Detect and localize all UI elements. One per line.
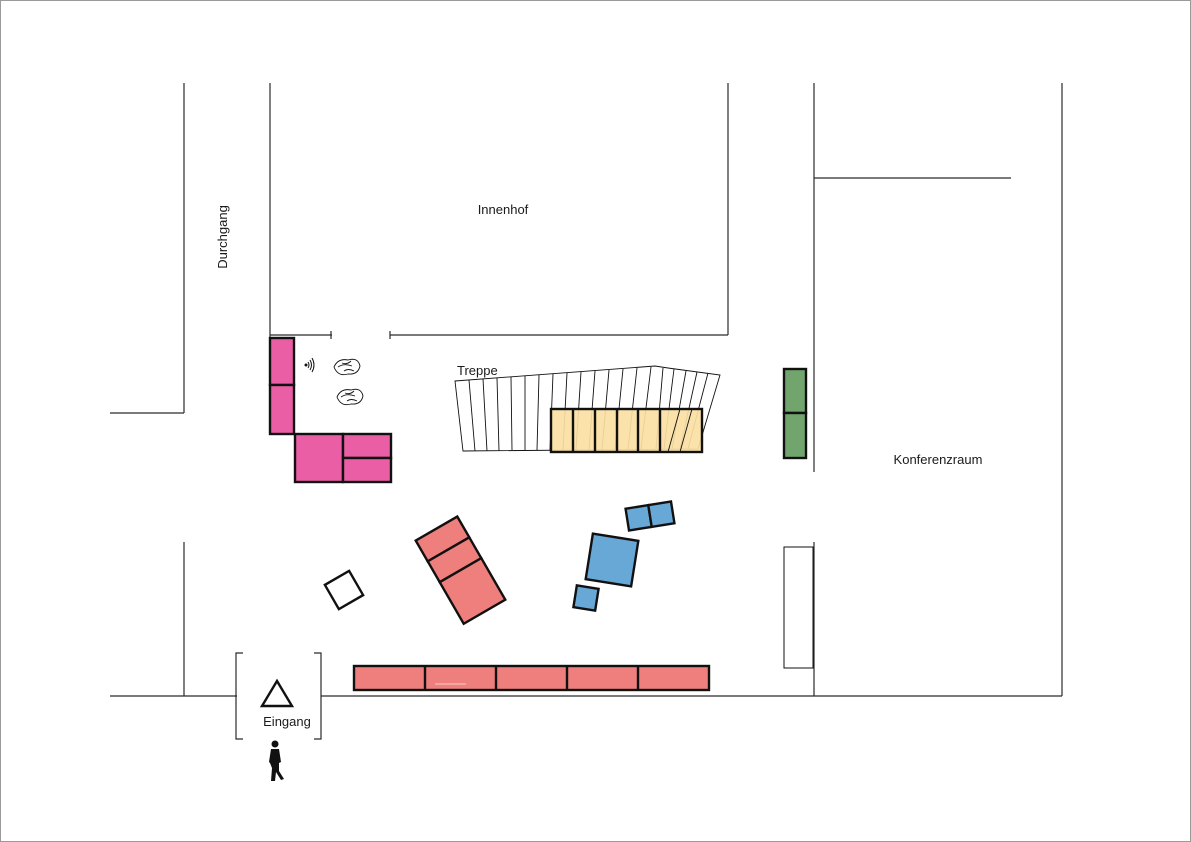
- walls: [110, 83, 1063, 697]
- entrance-frame: [235, 652, 322, 740]
- stair-seating: [549, 407, 704, 454]
- konferenzraum-label: Konferenzraum: [894, 452, 983, 467]
- module: [782, 367, 808, 415]
- magenta-module-group: [268, 336, 393, 484]
- salmon-bench: [352, 664, 711, 692]
- stair-outline: [454, 365, 721, 452]
- plant-icon: [333, 358, 361, 376]
- green-module-group: [782, 367, 808, 460]
- module: [293, 432, 345, 484]
- side-table: [783, 546, 814, 669]
- wifi-icon: [304, 357, 315, 373]
- treppe-label: Treppe: [457, 363, 498, 378]
- blue-module-group: [572, 500, 676, 612]
- module: [572, 584, 600, 612]
- durchgang-label: Durchgang: [215, 205, 230, 269]
- innenhof-label: Innenhof: [478, 202, 529, 217]
- module: [268, 383, 296, 436]
- salmon-module-group: [414, 514, 507, 626]
- triangle-icon: [259, 678, 295, 708]
- module: [584, 532, 640, 588]
- module: [268, 336, 296, 387]
- module: [782, 411, 808, 460]
- module: [341, 432, 393, 460]
- person-icon: [269, 740, 284, 781]
- bench: [352, 664, 711, 692]
- white-cube: [323, 569, 365, 611]
- seat-block: [549, 407, 704, 454]
- plant-icon: [336, 388, 364, 406]
- module: [341, 456, 393, 484]
- module: [438, 556, 507, 626]
- eingang-label: Eingang: [263, 714, 311, 729]
- module: [646, 500, 676, 529]
